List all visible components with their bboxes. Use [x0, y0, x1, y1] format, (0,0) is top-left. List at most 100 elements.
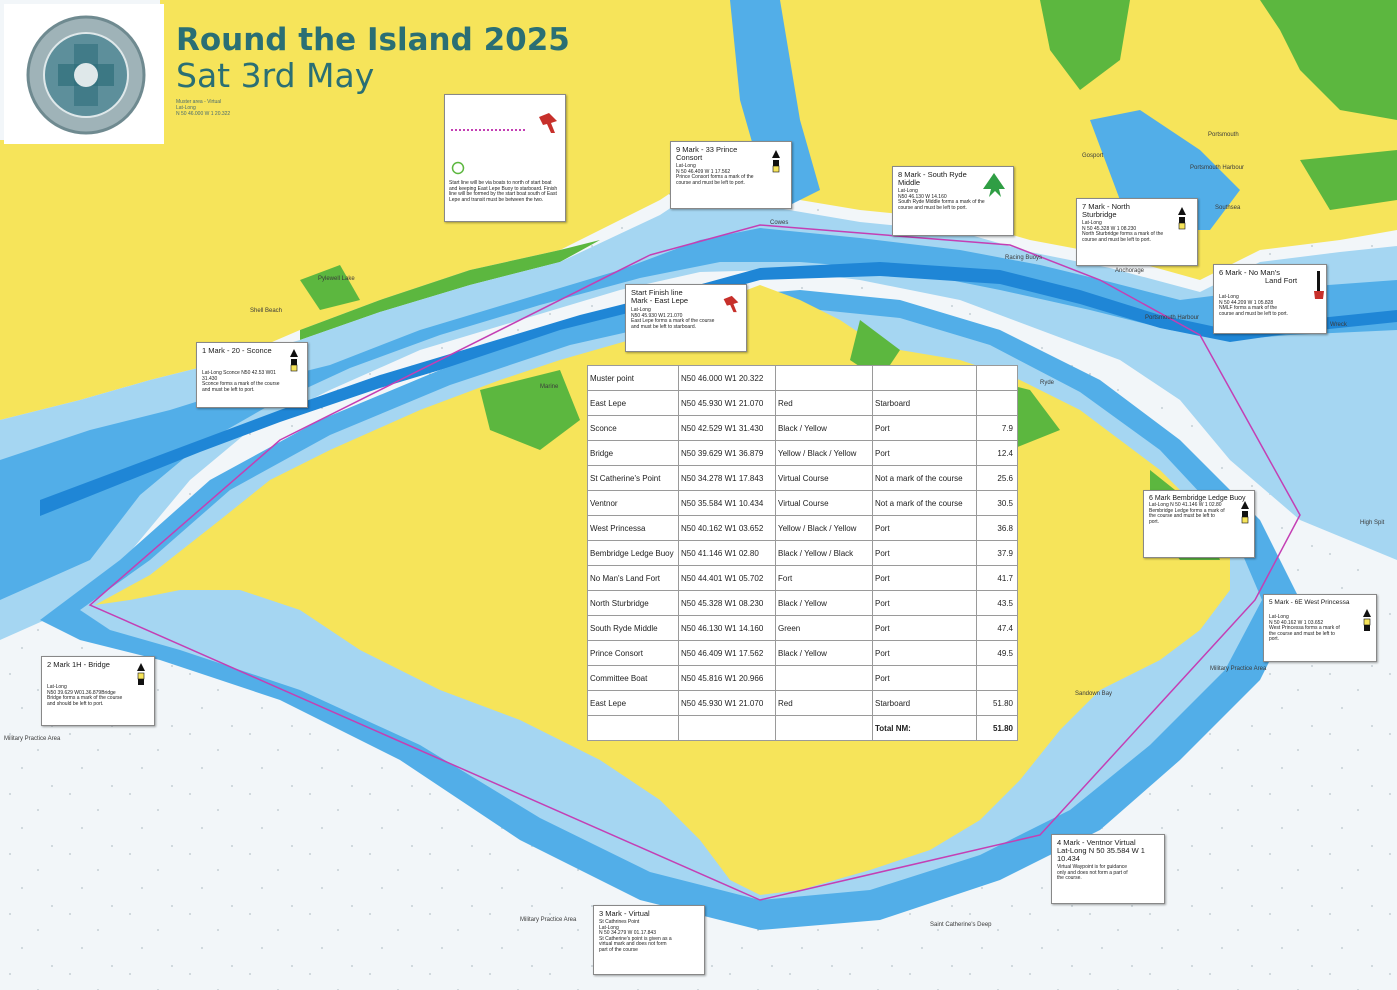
place-label: Gosport — [1082, 153, 1104, 159]
distance-cell: 7.9 — [976, 415, 1018, 441]
logo-panel — [4, 4, 164, 144]
place-label: Sandown Bay — [1075, 691, 1113, 697]
rounding-cell: Port — [872, 640, 977, 666]
rounding-cell: Not a mark of the course — [872, 490, 977, 516]
mark-card-sconce[interactable]: 1 Mark - 20 - Sconce Lat-Long Sconce N50… — [196, 342, 308, 408]
red-buoy-icon — [723, 295, 739, 313]
mark-name-cell: West Princessa — [587, 515, 679, 541]
world-powerboat-events-logo-icon — [26, 15, 146, 135]
rounding-cell: Starboard — [872, 390, 977, 416]
distance-cell — [976, 665, 1018, 691]
total-value-cell: 51.80 — [976, 715, 1018, 741]
rounding-cell: Port — [872, 615, 977, 641]
mark-title: 6 Mark Bembridge Ledge Buoy — [1149, 495, 1246, 502]
lat-long-cell: N50 40.162 W1 03.652 — [678, 515, 776, 541]
place-label: Anchorage — [1115, 268, 1145, 274]
distance-cell: 12.4 — [976, 440, 1018, 466]
colour-cell — [775, 665, 873, 691]
rounding-cell: Port — [872, 440, 977, 466]
lat-long-cell: N50 46.000 W1 20.322 — [678, 365, 776, 391]
cardinal-buoy-icon — [137, 663, 145, 685]
distance-cell: 37.9 — [976, 540, 1018, 566]
colour-cell: Black / Yellow / Black — [775, 540, 873, 566]
rounding-cell — [872, 365, 977, 391]
muster-line: Lat-Long — [176, 105, 196, 111]
table-total-row: Total NM:51.80 — [587, 715, 1018, 741]
place-label: Shell Beach — [250, 308, 283, 314]
lat-long-cell: N50 39.629 W1 36.879 — [678, 440, 776, 466]
colour-cell: Red — [775, 690, 873, 716]
distance-cell: 47.4 — [976, 615, 1018, 641]
muster-line: Muster area - Virtual — [176, 99, 222, 105]
mark-title: 2 Mark 1H - Bridge — [47, 660, 110, 669]
distance-cell: 30.5 — [976, 490, 1018, 516]
mark-title: 3 Mark - Virtual — [599, 909, 650, 918]
distance-cell: 41.7 — [976, 565, 1018, 591]
lat-long-cell: N50 42.529 W1 31.430 — [678, 415, 776, 441]
start-boat-circle-icon — [451, 161, 465, 175]
fort-icon — [1314, 271, 1324, 299]
colour-cell: Yellow / Black / Yellow — [775, 440, 873, 466]
lat-long-cell: N50 41.146 W1 02.80 — [678, 540, 776, 566]
lat-long-cell: N50 46.130 W1 14.160 — [678, 615, 776, 641]
lat-long-cell: N50 45.328 W1 08.230 — [678, 590, 776, 616]
colour-cell: Green — [775, 615, 873, 641]
start-line-dotted-icon — [451, 129, 525, 131]
lat-long-cell: N50 44.401 W1 05.702 — [678, 565, 776, 591]
mark-name-cell: Muster point — [587, 365, 679, 391]
colour-cell: Black / Yellow — [775, 590, 873, 616]
distance-cell: 43.5 — [976, 590, 1018, 616]
distance-cell: 25.6 — [976, 465, 1018, 491]
page-subtitle: Sat 3rd May — [176, 56, 375, 95]
colour-cell: Red — [775, 390, 873, 416]
start-line-legend: Start line will be via boats to north of… — [444, 94, 566, 222]
colour-cell: Yellow / Black / Yellow — [775, 515, 873, 541]
legend-text: Start line will be via boats to north of… — [449, 180, 558, 203]
colour-cell: Virtual Course — [775, 490, 873, 516]
mark-name-cell: Prince Consort — [587, 640, 679, 666]
cardinal-buoy-icon — [1241, 501, 1249, 524]
place-label: Military Practice Area — [520, 917, 577, 923]
rounding-cell: Port — [872, 415, 977, 441]
mark-name-cell: Sconce — [587, 415, 679, 441]
place-label: Wreck — [1330, 322, 1347, 328]
rounding-cell: Port — [872, 540, 977, 566]
empty-cell — [775, 715, 873, 741]
place-label: Cowes — [770, 220, 789, 226]
red-buoy-icon — [539, 113, 557, 133]
mark-name-cell: Committee Boat — [587, 665, 679, 691]
colour-cell: Virtual Course — [775, 465, 873, 491]
mark-card-bembridge-ledge[interactable]: 6 Mark Bembridge Ledge Buoy Lat-Long N 5… — [1143, 490, 1255, 558]
